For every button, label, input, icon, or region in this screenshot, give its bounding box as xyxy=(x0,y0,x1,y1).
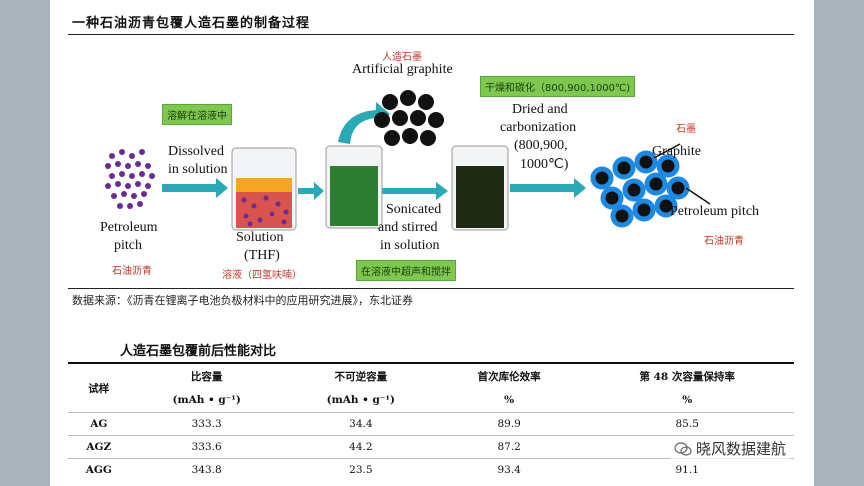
title-rule xyxy=(68,34,794,35)
wechat-icon xyxy=(674,441,692,456)
petroleum-en-2: pitch xyxy=(114,238,142,253)
unit-efficiency: % xyxy=(504,394,515,406)
dissolve-cn-box: 溶解在溶液中 xyxy=(162,104,232,125)
pitch-cn: 石油沥青 xyxy=(704,236,744,247)
sonicated-en-1: Sonicated xyxy=(386,202,442,217)
coated-graphite xyxy=(590,143,711,228)
sonicated-cn-box: 在溶液中超声和搅拌 xyxy=(356,260,456,281)
performance-table: 试样 比容量 不可逆容量 首次库伦效率 第 48 次容量保持率 (mAh • g… xyxy=(68,362,794,481)
dried-en-1: Dried and xyxy=(512,102,568,117)
header-sample: 试样 xyxy=(88,382,110,395)
petroleum-cn: 石油沥青 xyxy=(112,266,152,277)
watermark-text: 晓风数据建航 xyxy=(696,440,787,458)
cell-capacity: 343.8 xyxy=(129,458,284,481)
sonicated-en-3: in solution xyxy=(380,238,440,253)
artificial-graphite-en: Artificial graphite xyxy=(352,62,453,77)
process-arrows xyxy=(162,102,586,200)
cell-retention: 91.1 xyxy=(580,458,794,481)
dried-en-3: (800,900, xyxy=(514,138,568,153)
solution-en-1: Solution xyxy=(236,230,284,245)
process-figure: 人造石墨 Artificial graphite 溶解在溶液中 Dissolve… xyxy=(90,48,790,288)
unit-irreversible: (mAh • g⁻¹) xyxy=(326,394,395,406)
cell-efficiency: 93.4 xyxy=(437,458,581,481)
table-row: AGG 343.8 23.5 93.4 91.1 xyxy=(68,458,794,481)
cell-irreversible: 34.4 xyxy=(283,412,438,436)
table-title: 人造石墨包覆前后性能对比 xyxy=(120,344,277,359)
document-title: 一种石油沥青包覆人造石墨的制备过程 xyxy=(72,16,311,31)
header-irreversible: 不可逆容量 xyxy=(334,370,388,383)
header-capacity: 比容量 xyxy=(190,370,223,383)
cell-retention: 85.5 xyxy=(580,412,794,436)
artificial-graphite-balls xyxy=(374,90,444,146)
unit-retention: % xyxy=(682,394,693,406)
document-page xyxy=(50,0,814,486)
dried-cn-box: 干燥和碳化（800,900,1000℃) xyxy=(480,76,636,97)
figure-source: 数据来源：《沥青在锂离子电池负极材料中的应用研究进展》，东北证券 xyxy=(72,294,413,307)
dried-en-4: 1000℃) xyxy=(520,157,569,172)
graphite-en: Graphite xyxy=(652,144,701,159)
unit-capacity: (mAh • g⁻¹) xyxy=(172,394,241,406)
beaker-green xyxy=(325,145,383,229)
table-row: AGZ 333.6 44.2 87.2 xyxy=(68,435,794,459)
cell-sample: AGG xyxy=(68,458,130,481)
dissolve-en-2: in solution xyxy=(168,162,228,177)
dried-en-2: carbonization xyxy=(500,120,577,135)
graphite-cn: 石墨 xyxy=(676,124,696,135)
artificial-graphite-cn: 人造石墨 xyxy=(382,52,422,63)
watermark: 晓风数据建航 xyxy=(670,437,791,460)
pitch-dots xyxy=(105,149,155,209)
header-efficiency: 首次库伦效率 xyxy=(477,370,541,383)
figure-rule xyxy=(68,288,794,289)
pitch-en: Petroleum pitch xyxy=(670,204,760,219)
cell-capacity: 333.6 xyxy=(129,435,284,459)
header-retention: 第 48 次容量保持率 xyxy=(639,370,735,383)
table-row: AG 333.3 34.4 89.9 85.5 xyxy=(68,412,794,436)
cell-capacity: 333.3 xyxy=(129,412,284,436)
cell-irreversible: 44.2 xyxy=(283,435,438,459)
solution-en-2: (THF) xyxy=(244,248,280,263)
cell-sample: AG xyxy=(68,412,130,436)
dissolve-en-1: Dissolved xyxy=(168,144,224,159)
process-diagram xyxy=(105,90,711,231)
cell-efficiency: 87.2 xyxy=(437,435,581,459)
solution-cn: 溶液（四氢呋喃） xyxy=(222,270,302,281)
sonicated-en-2: and stirred xyxy=(378,220,438,235)
beaker-solution xyxy=(231,147,297,231)
cell-efficiency: 89.9 xyxy=(437,412,581,436)
petroleum-en-1: Petroleum xyxy=(100,220,158,235)
beaker-dark xyxy=(451,145,509,231)
cell-irreversible: 23.5 xyxy=(283,458,438,481)
cell-sample: AGZ xyxy=(68,435,130,459)
